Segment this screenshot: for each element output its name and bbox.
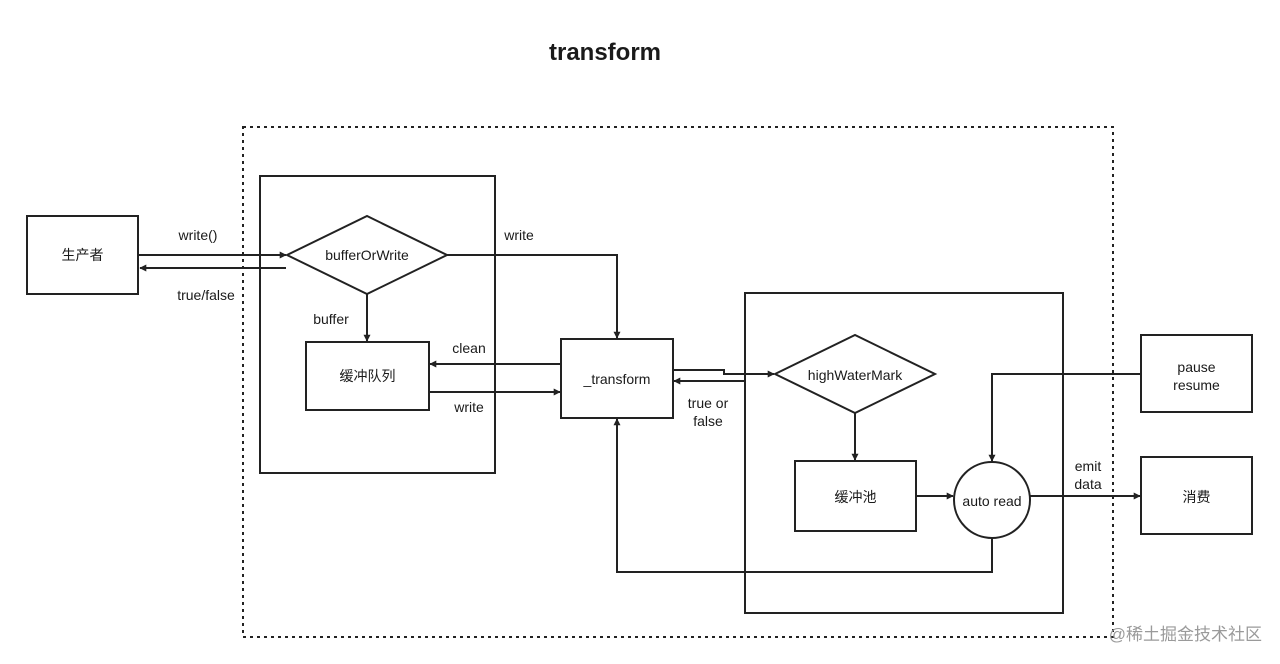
buffer-queue-node: 缓冲队列: [305, 341, 430, 411]
buffer-pool-label: 缓冲池: [835, 489, 877, 505]
buffer-queue-label: 缓冲队列: [340, 368, 396, 384]
pause-label: pause: [1177, 359, 1215, 375]
false-label: false: [693, 413, 723, 429]
write-top-label: write: [503, 227, 534, 243]
emit-label: emit: [1075, 458, 1102, 474]
transform-stream-boundary: [242, 126, 1114, 638]
producer-node: 生产者: [26, 215, 139, 295]
true-or-label: true or: [688, 395, 729, 411]
readable-side-container: [744, 292, 1064, 614]
pause-resume-node: pause resume: [1140, 334, 1253, 413]
auto-read-node: auto read: [953, 461, 1031, 539]
pause-resume-control-arrow: [988, 373, 1141, 462]
buffer-label: buffer: [313, 311, 349, 327]
consumer-label: 消费: [1183, 489, 1211, 505]
producer-label: 生产者: [62, 247, 104, 263]
data-label: data: [1074, 476, 1101, 492]
clean-label: clean: [452, 340, 485, 356]
diagram-title: transform: [549, 39, 661, 66]
queue-write-label: write: [453, 399, 484, 415]
high-water-mark-label: highWaterMark: [808, 367, 903, 383]
consumer-node: 消费: [1140, 456, 1253, 535]
resume-label: resume: [1173, 377, 1220, 393]
write-to-transform-arrow: [447, 254, 621, 339]
transform-function-label: _transform: [583, 371, 651, 387]
watermark-text: @稀土掘金技术社区: [1109, 625, 1262, 644]
high-water-mark-decision: highWaterMark: [772, 333, 938, 415]
buffer-pool-node: 缓冲池: [794, 460, 917, 532]
transform-function-node: _transform: [560, 338, 674, 419]
transform-to-high-water-mark-arrow: [673, 369, 775, 378]
auto-read-label: auto read: [962, 493, 1021, 509]
write-call-label: write(): [178, 227, 218, 243]
buffer-or-write-label: bufferOrWrite: [325, 247, 409, 263]
buffer-or-write-decision: bufferOrWrite: [284, 214, 450, 296]
auto-read-feedback-arrow: [613, 418, 993, 573]
true-false-label: true/false: [177, 287, 235, 303]
